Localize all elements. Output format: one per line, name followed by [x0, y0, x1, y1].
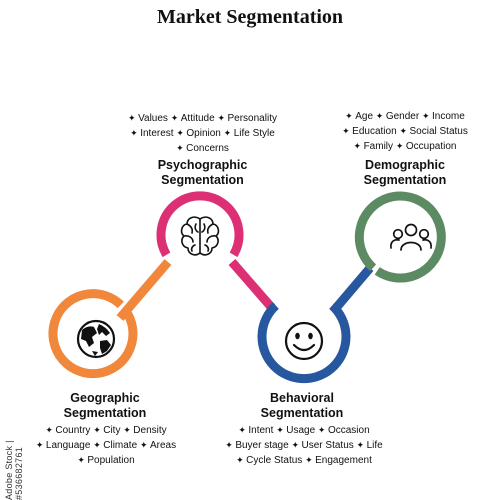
globe-icon [76, 319, 116, 359]
connector-psychographic-behavioral [228, 259, 276, 311]
geographic-attribute: Language [36, 440, 91, 451]
psychographic-attribute: Interest [130, 128, 173, 139]
psychographic-attribute: Opinion [176, 128, 221, 139]
behavioral-attribute: Usage [276, 425, 315, 436]
ring-psychographic [156, 191, 244, 258]
demographic-attribute: Gender [376, 111, 419, 122]
behavioral-attribute: Life [357, 440, 383, 451]
geographic-attributes: Country City DensityLanguage Climate Are… [20, 423, 192, 468]
psychographic-attributes: Values Attitude PersonalityInterest Opin… [110, 111, 295, 156]
geographic-attribute: City [93, 425, 120, 436]
connector-behavioral-demographic [332, 265, 374, 311]
psychographic-title: Psychographic Segmentation [157, 158, 248, 187]
psychographic-attribute: Concerns [176, 143, 229, 154]
behavioral-attribute: Cycle Status [236, 455, 302, 466]
behavioral-title: Behavioral Segmentation [260, 391, 344, 420]
ring-demographic [354, 191, 446, 283]
psychographic-attribute: Values [128, 113, 168, 124]
geographic-attribute: Country [45, 425, 90, 436]
behavioral-attributes: Intent Usage OccasionBuyer stage User St… [218, 423, 390, 468]
demographic-attributes: Age Gender IncomeEducation Social Status… [325, 109, 485, 154]
stock-watermark: Adobe Stock | #536682761 [4, 440, 24, 500]
geographic-attribute: Population [77, 455, 134, 466]
geographic-attribute-row: Language Climate Areas [20, 438, 192, 453]
people-group-icon [390, 223, 432, 251]
behavioral-attribute: Engagement [305, 455, 372, 466]
behavioral-attribute: Buyer stage [225, 440, 288, 451]
demographic-attribute: Social Status [399, 126, 467, 137]
geographic-attribute: Areas [140, 440, 176, 451]
behavioral-attribute-row: Buyer stage User Status Life [218, 438, 390, 453]
ring-behavioral [257, 302, 351, 384]
demographic-attribute: Occupation [396, 141, 457, 152]
psychographic-attribute-row: Interest Opinion Life Style [110, 126, 295, 141]
psychographic-attribute: Personality [217, 113, 277, 124]
psychographic-attribute-row: Concerns [110, 141, 295, 156]
psychographic-attribute-row: Values Attitude Personality [110, 111, 295, 126]
behavioral-attribute-row: Cycle Status Engagement [218, 453, 390, 468]
page-title: Market Segmentation [156, 6, 344, 28]
behavioral-attribute-row: Intent Usage Occasion [218, 423, 390, 438]
ring-geographic [48, 289, 138, 379]
demographic-title: Demographic Segmentation [363, 158, 447, 187]
demographic-attribute-row: Age Gender Income [325, 109, 485, 124]
smiley-face-icon [284, 321, 324, 361]
psychographic-attribute: Life Style [224, 128, 275, 139]
demographic-attribute: Education [342, 126, 397, 137]
demographic-attribute: Family [354, 141, 394, 152]
demographic-attribute: Age [345, 111, 373, 122]
demographic-attribute-row: Family Occupation [325, 139, 485, 154]
geographic-attribute: Climate [93, 440, 137, 451]
behavioral-attribute: Intent [238, 425, 273, 436]
psychographic-attribute: Attitude [171, 113, 215, 124]
connector-geographic-psychographic [116, 259, 172, 321]
geographic-title: Geographic Segmentation [63, 391, 147, 420]
geographic-attribute-row: Population [20, 453, 192, 468]
geographic-attribute-row: Country City Density [20, 423, 192, 438]
behavioral-attribute: User Status [291, 440, 353, 451]
demographic-attribute-row: Education Social Status [325, 124, 485, 139]
brain-icon [180, 216, 220, 256]
behavioral-attribute: Occasion [318, 425, 370, 436]
demographic-attribute: Income [422, 111, 465, 122]
geographic-attribute: Density [123, 425, 166, 436]
